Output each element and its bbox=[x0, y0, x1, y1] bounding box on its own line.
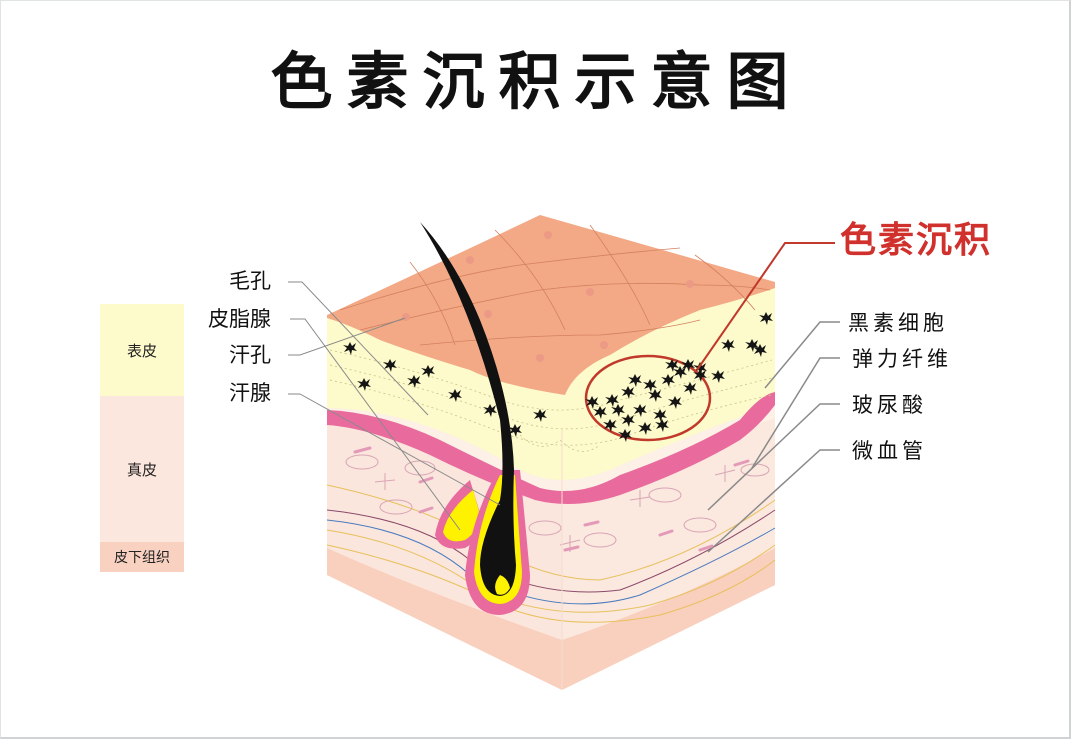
pigment-deposit-outline bbox=[584, 354, 712, 442]
label-melanocyte: 黑素细胞 bbox=[848, 311, 948, 335]
label-pore: 毛孔 bbox=[229, 269, 271, 293]
label-microvessel: 微血管 bbox=[852, 439, 927, 463]
subcutaneous-layer bbox=[327, 548, 775, 690]
legend-dermis: 真皮 bbox=[100, 396, 184, 542]
hair bbox=[420, 222, 516, 596]
label-hyaluronic-acid: 玻尿酸 bbox=[852, 393, 927, 417]
layer-legend: 表皮 真皮 皮下组织 bbox=[100, 304, 184, 572]
highlight-leader bbox=[696, 242, 835, 371]
sebaceous-gland bbox=[443, 490, 480, 542]
legend-subcutaneous: 皮下组织 bbox=[100, 542, 184, 572]
legend-epidermis: 表皮 bbox=[100, 304, 184, 396]
label-sebaceous-gland: 皮脂腺 bbox=[208, 307, 271, 331]
basement-membrane bbox=[327, 392, 775, 504]
label-sweat-pore: 汗孔 bbox=[229, 343, 271, 367]
label-sweat-gland: 汗腺 bbox=[229, 381, 271, 405]
skin-surface bbox=[327, 215, 775, 395]
pigment-deposit-label: 色素沉积 bbox=[840, 220, 993, 261]
leader-lines bbox=[288, 281, 501, 531]
label-elastic-fiber: 弹力纤维 bbox=[852, 347, 952, 371]
skin-block bbox=[326, 215, 776, 690]
diagram-title: 色素沉积示意图 bbox=[270, 45, 803, 118]
